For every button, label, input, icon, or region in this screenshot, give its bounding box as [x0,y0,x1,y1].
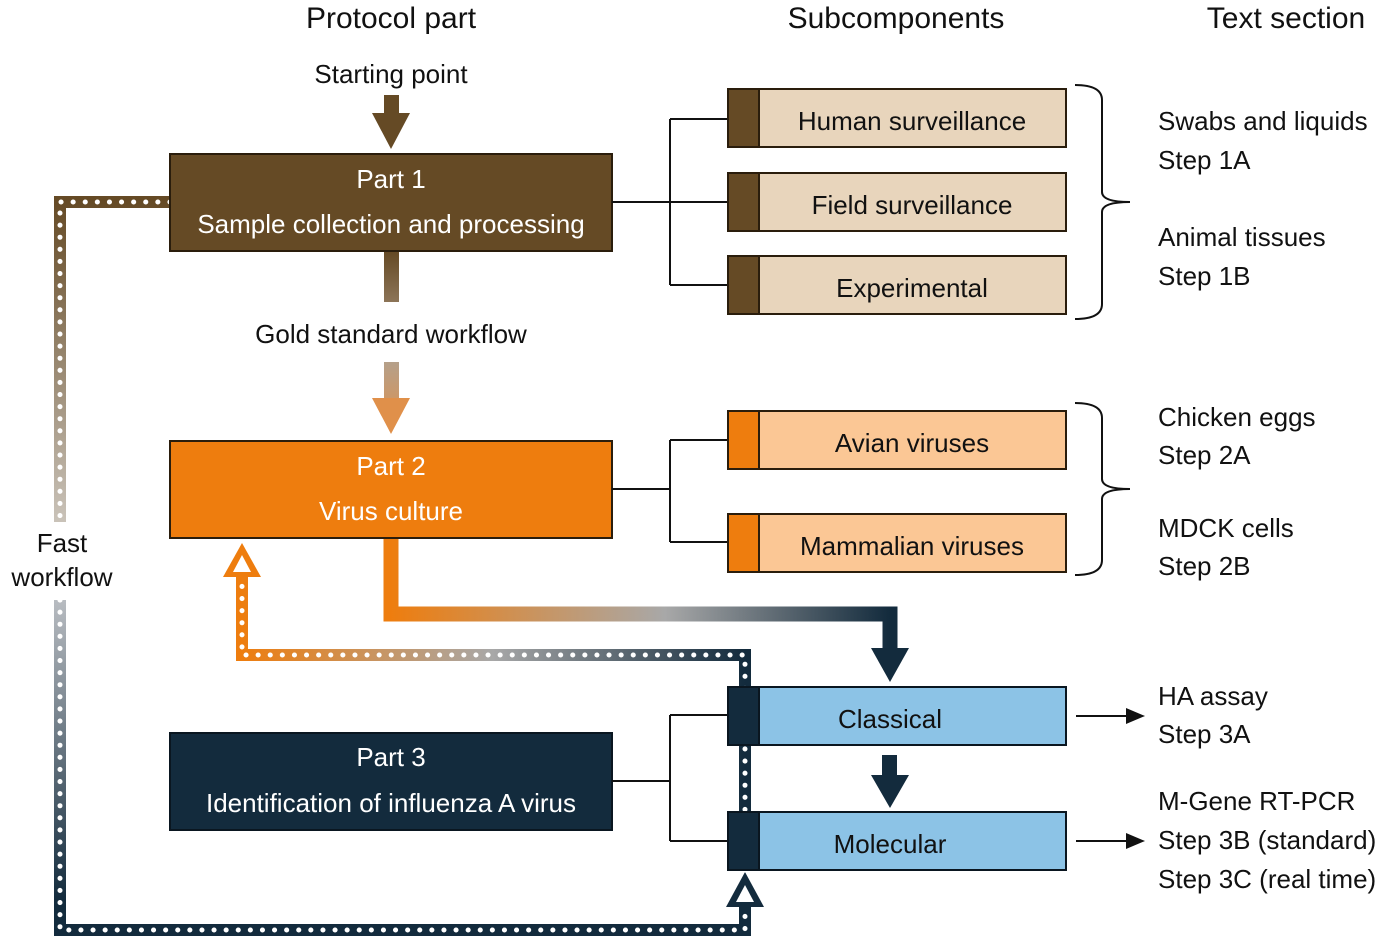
section-3c-step: Step 3C (real time) [1158,864,1376,894]
part3-connectors [612,714,728,842]
fast-workflow-label-2: workflow [10,562,112,592]
section-1a-title: Swabs and liquids [1158,106,1368,136]
sub-field-surveillance: Field surveillance [727,172,1067,232]
part3-title: Part 3 [356,742,425,772]
part3-box: Part 3 Identification of influenza A vir… [169,732,613,831]
sub-human-surveillance: Human surveillance [727,88,1067,148]
sub-human-surveillance-label: Human surveillance [798,106,1026,136]
sub-mammalian-viruses-label: Mammalian viruses [800,531,1024,561]
section-3b-title: M-Gene RT-PCR [1158,786,1355,816]
molecular-section-arrow [1076,833,1145,849]
section-3a-title: HA assay [1158,681,1268,711]
part2-title: Part 2 [356,451,425,481]
part1-title: Part 1 [356,164,425,194]
header-protocol-part: Protocol part [306,2,477,35]
part1-subtitle: Sample collection and processing [197,209,584,239]
part2-box: Part 2 Virus culture [169,440,613,539]
sub-classical-label: Classical [838,704,942,734]
part2-connectors [612,439,728,543]
section-1b-step: Step 1B [1158,261,1251,291]
sub-avian-viruses-label: Avian viruses [835,428,989,458]
starting-point-label: Starting point [314,59,468,89]
sub-avian-viruses: Avian viruses [727,410,1067,470]
section-1a-step: Step 1A [1158,145,1251,175]
section-2a-step: Step 2A [1158,440,1251,470]
sub-mammalian-viruses: Mammalian viruses [727,513,1067,573]
fast-workflow-label: Fast [37,528,88,558]
section-3b-step: Step 3B (standard) [1158,825,1376,855]
part1-box: Part 1 Sample collection and processing [169,153,613,252]
header-text-section: Text section [1207,2,1365,35]
starting-point-arrow [372,95,410,149]
gold-standard-label: Gold standard workflow [255,319,527,349]
part2-to-classical-arrow [383,538,909,682]
part2-subtitle: Virus culture [319,496,463,526]
section-1b-title: Animal tissues [1158,222,1326,252]
section-2b-step: Step 2B [1158,551,1251,581]
classical-to-molecular-arrow [871,755,909,808]
section-2a-title: Chicken eggs [1158,402,1316,432]
sub-experimental-label: Experimental [836,273,988,303]
feedback-path [223,543,751,873]
fast-workflow-path [54,196,764,936]
sub-classical: Classical [727,686,1067,746]
sub-molecular-label: Molecular [834,829,947,859]
sub-experimental: Experimental [727,255,1067,315]
sub-field-surveillance-label: Field surveillance [812,190,1013,220]
sub-molecular: Molecular [727,811,1067,871]
section-2b-title: MDCK cells [1158,513,1294,543]
section-3a-step: Step 3A [1158,719,1251,749]
gold-standard-arrow [372,252,410,434]
bracket-part2 [1074,402,1131,576]
bracket-part1 [1074,84,1131,320]
part3-subtitle: Identification of influenza A virus [206,788,576,818]
part1-connectors [612,118,728,286]
header-subcomponents: Subcomponents [788,2,1005,35]
classical-section-arrow [1076,708,1145,724]
